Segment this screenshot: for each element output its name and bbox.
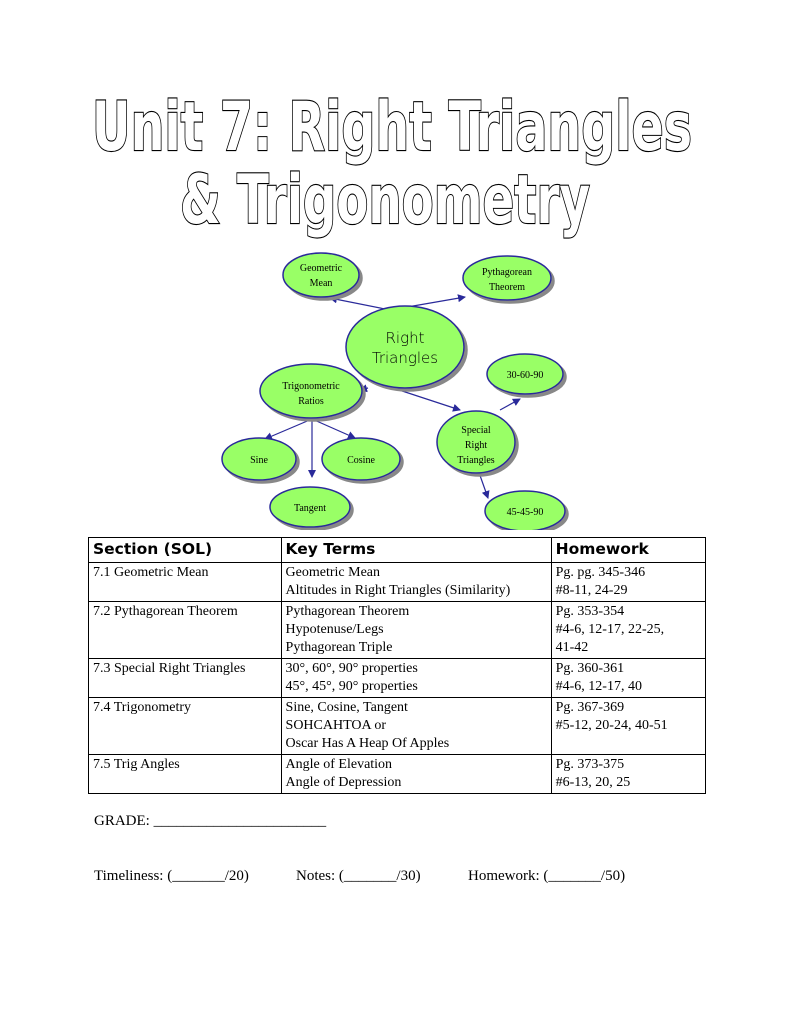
node-30-60-90: [486, 353, 564, 395]
label-special-right: Right: [465, 440, 487, 451]
node-special-right-triangles: [436, 410, 516, 474]
concept-map-svg: Geometric Mean Pythagorean Theorem Right…: [221, 252, 566, 530]
cell-terms: Pythagorean Theorem Hypotenuse/Legs Pyth…: [280, 601, 552, 659]
cell-homework: Pg. 360-361 #4-6, 12-17, 40: [550, 658, 707, 698]
cell-terms: Angle of Elevation Angle of Depression: [280, 754, 552, 794]
label-mean: Mean: [310, 278, 333, 289]
sol-table: Section (SOL) Key Terms Homework 7.1 Geo…: [88, 537, 707, 794]
node-right-triangles: [345, 305, 465, 389]
cell-section: 7.1 Geometric Mean: [88, 562, 282, 602]
label-pythagorean: Pythagorean: [482, 267, 532, 278]
label-sine: Sine: [250, 455, 268, 466]
table-row: 7.3 Special Right Triangles 30°, 60°, 90…: [88, 658, 707, 698]
label-theorem: Theorem: [489, 282, 525, 293]
label-tangent: Tangent: [294, 503, 326, 514]
node-sine: [221, 437, 297, 481]
label-45-45-90: 45-45-90: [507, 507, 544, 518]
label-right: Right: [386, 329, 425, 347]
label-30-60-90: 30-60-90: [507, 370, 544, 381]
arrow-to-cosine: [311, 418, 356, 439]
cell-section: 7.4 Trigonometry: [88, 697, 282, 755]
cell-terms: Geometric Mean Altitudes in Right Triang…: [280, 562, 552, 602]
homework-score: Homework: (_______/50): [468, 868, 626, 884]
cell-homework: Pg. pg. 345-346 #8-11, 24-29: [550, 562, 707, 602]
label-triangles: Triangles: [372, 349, 438, 367]
node-pythagorean: [462, 255, 552, 301]
title-svg: Unit 7: Right Triangles & Trigonometry: [91, 87, 693, 241]
cell-terms: 30°, 60°, 90° properties 45°, 45°, 90° p…: [280, 658, 552, 698]
cell-terms: Sine, Cosine, Tangent SOHCAHTOA or Oscar…: [280, 697, 552, 755]
title-line-1: Unit 7: Right Triangles: [92, 88, 692, 167]
cell-homework: Pg. 353-354 #4-6, 12-17, 22-25, 41-42: [550, 601, 707, 659]
header-key-terms: Key Terms: [280, 537, 552, 563]
node-trig-ratios: [259, 363, 363, 419]
header-section: Section (SOL): [88, 537, 282, 563]
concept-map: Geometric Mean Pythagorean Theorem Right…: [0, 250, 791, 530]
node-cosine: [321, 437, 401, 481]
label-special: Special: [461, 425, 491, 436]
cell-homework: Pg. 367-369 #5-12, 20-24, 40-51: [550, 697, 707, 755]
node-tangent: [269, 486, 351, 528]
label-ratios: Ratios: [298, 396, 324, 407]
label-cosine: Cosine: [347, 455, 375, 466]
label-geometric: Geometric: [300, 263, 343, 274]
page-title: Unit 7: Right Triangles & Trigonometry: [0, 78, 791, 248]
header-homework: Homework: [550, 537, 707, 563]
table-row: 7.2 Pythagorean Theorem Pythagorean Theo…: [88, 601, 707, 659]
arrow-to-sine: [264, 418, 313, 440]
arrow-to-special: [389, 386, 461, 412]
arrow-to-30-60-90: [499, 398, 521, 411]
label-special-triangles: Triangles: [457, 455, 495, 466]
cell-section: 7.2 Pythagorean Theorem: [88, 601, 282, 659]
table-row: 7.1 Geometric Mean Geometric Mean Altitu…: [88, 562, 707, 602]
cell-homework: Pg. 373-375 #6-13, 20, 25: [550, 754, 707, 794]
table-row: 7.4 Trigonometry Sine, Cosine, Tangent S…: [88, 697, 707, 755]
cell-section: 7.5 Trig Angles: [88, 754, 282, 794]
table-row: 7.5 Trig Angles Angle of Elevation Angle…: [88, 754, 707, 794]
timeliness-score: Timeliness: (_______/20): [94, 868, 249, 884]
title-line-2: & Trigonometry: [180, 161, 590, 240]
node-45-45-90: [484, 490, 566, 530]
label-trigonometric: Trigonometric: [282, 381, 340, 392]
notes-score: Notes: (_______/30): [296, 868, 421, 884]
node-geometric-mean: [282, 252, 360, 298]
cell-section: 7.3 Special Right Triangles: [88, 658, 282, 698]
arrow-to-geometric-mean: [329, 295, 391, 311]
table-header-row: Section (SOL) Key Terms Homework: [88, 537, 707, 563]
grade-line: GRADE: _______________________: [94, 813, 327, 829]
